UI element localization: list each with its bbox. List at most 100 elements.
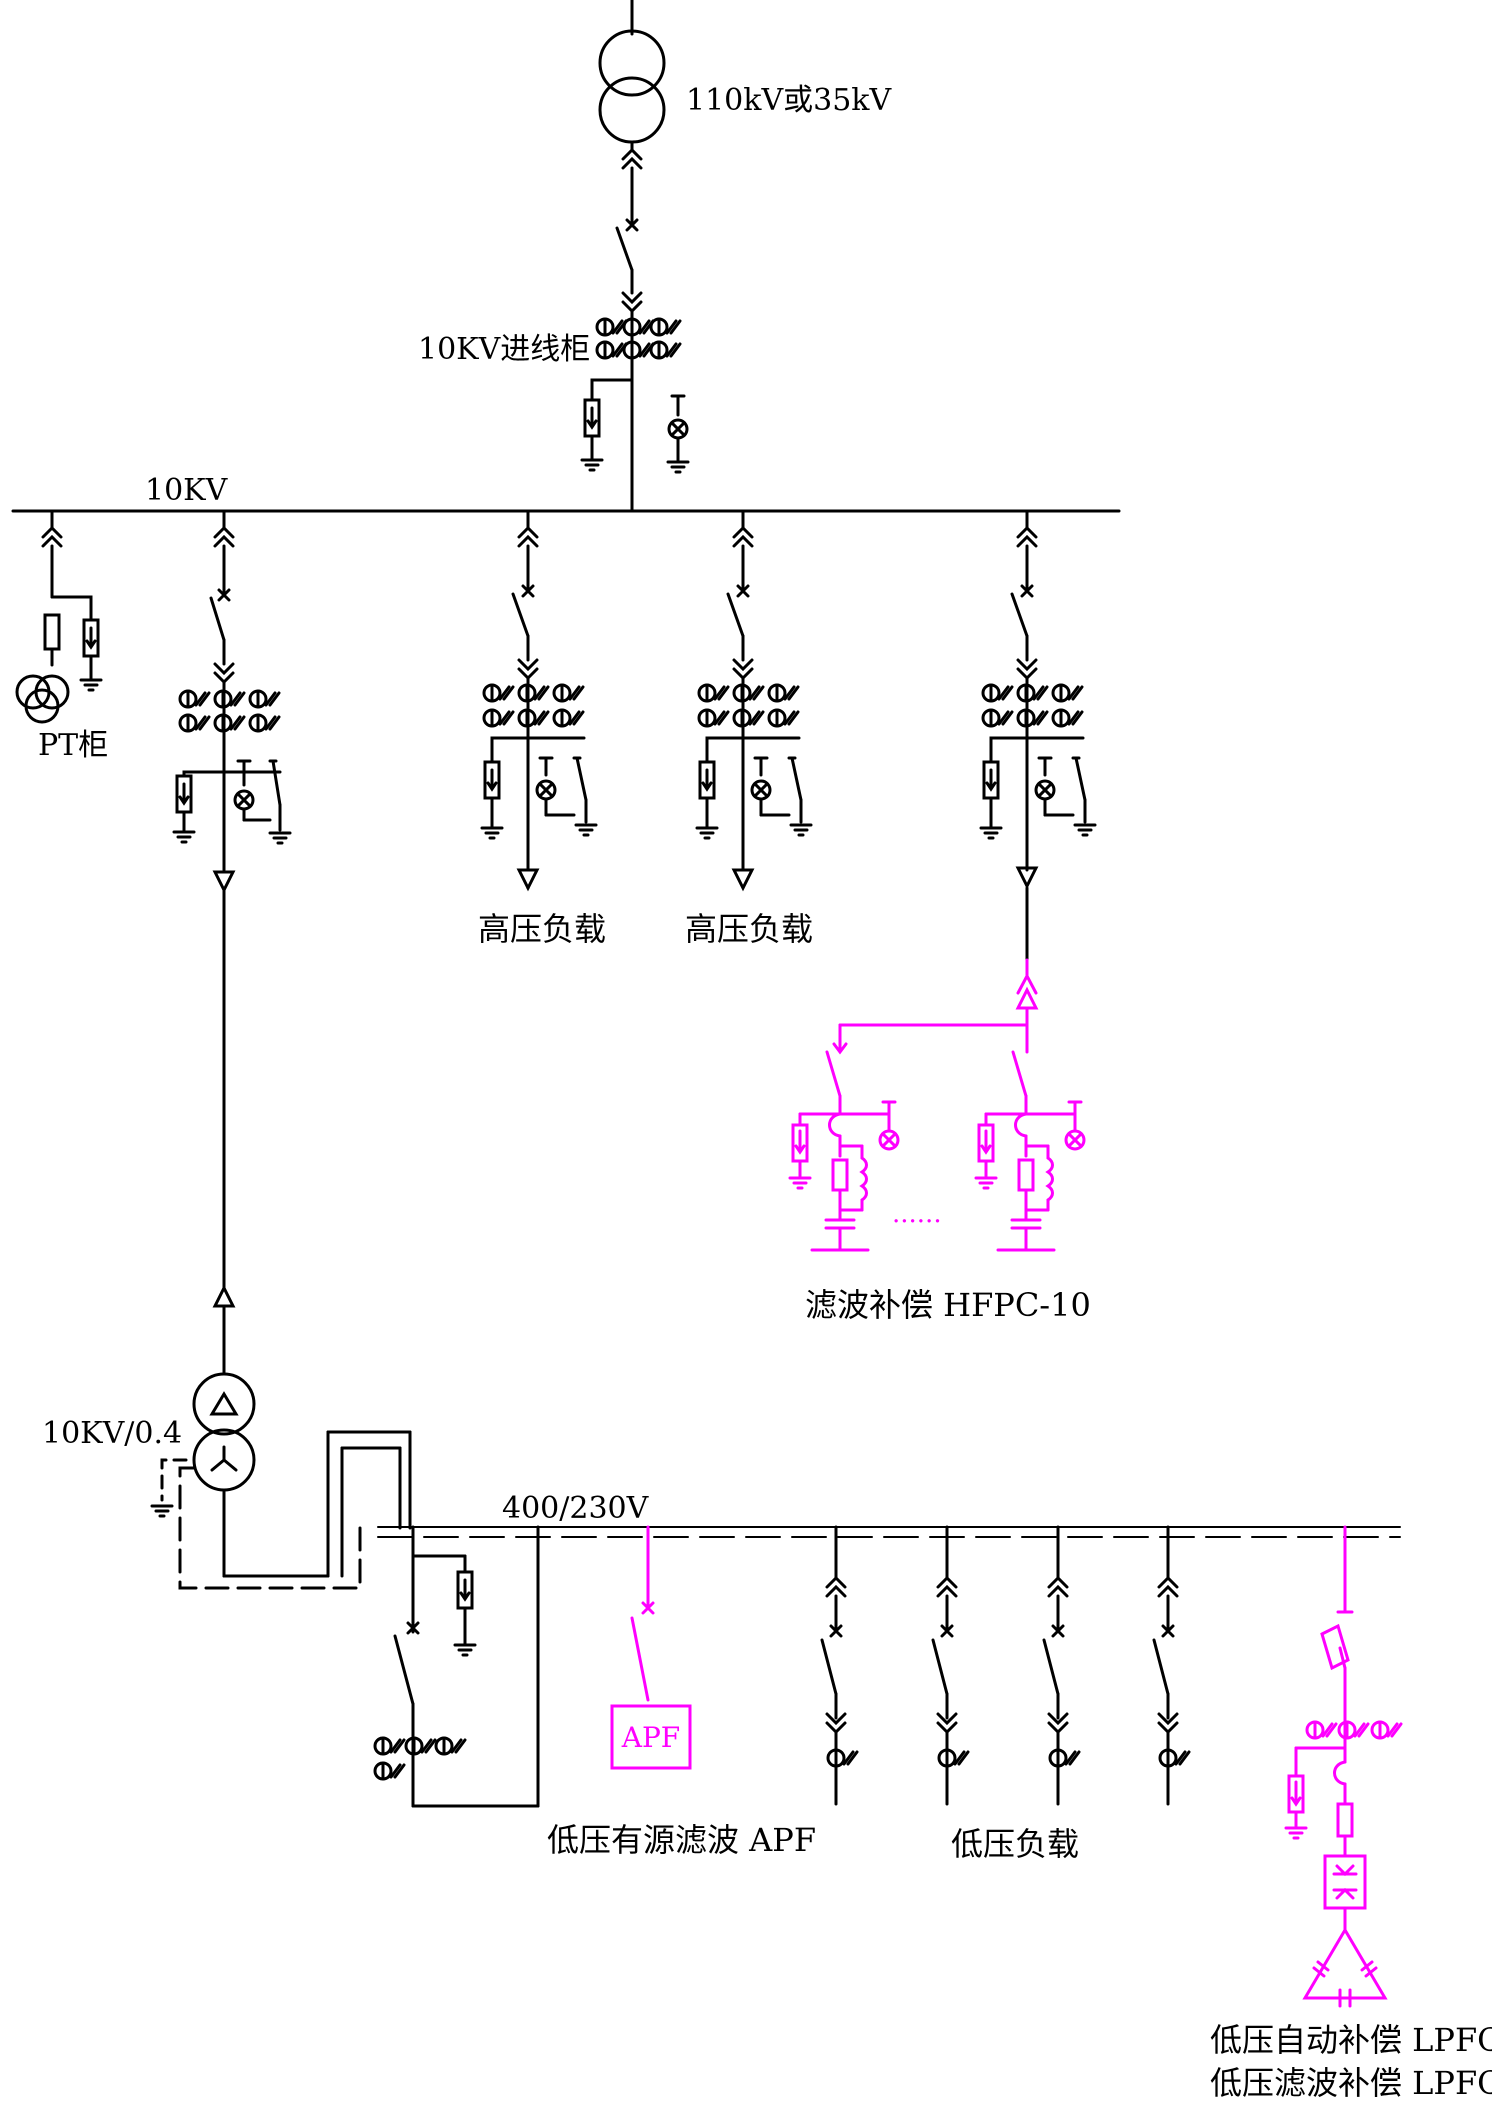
dots-label: ...... — [892, 1199, 942, 1229]
thyristor-icon — [1332, 1864, 1358, 1900]
ct-terminal — [568, 710, 585, 726]
ct-terminal — [1067, 710, 1084, 726]
lpfc-label-2: 低压滤波补偿 LPFC — [1210, 2064, 1492, 2102]
source-transformer-icon — [598, 76, 666, 144]
indicator-lamp-cross — [881, 1132, 897, 1148]
ct-terminal — [748, 685, 765, 701]
dist-transformer-icon — [192, 1372, 256, 1436]
bus-10kv-label: 10KV — [145, 473, 229, 508]
ct-terminal — [1386, 1722, 1403, 1738]
ct-terminal — [1321, 1722, 1338, 1738]
lpfc-arrester-arrow — [1290, 1780, 1302, 1807]
ct-terminal — [1032, 685, 1049, 701]
transformer-ratio-label: 10KV/0.4 — [42, 1416, 182, 1451]
ct-terminal — [533, 685, 550, 701]
hv-load-label-2: 高压负载 — [685, 910, 813, 948]
ground-switch-blade — [1074, 756, 1087, 802]
ct-terminal — [748, 710, 765, 726]
plug-connector — [936, 1575, 958, 1598]
filter-reactor-icon — [1014, 1112, 1028, 1138]
ground-switch-blade — [575, 756, 588, 802]
filter-inductor-icon — [859, 1156, 868, 1202]
surge-arrester-arrow — [985, 768, 997, 792]
neutral-wire — [160, 1458, 188, 1502]
plug-connector — [517, 525, 539, 548]
lpfc-label-1: 低压自动补偿 LPFC — [1210, 2021, 1492, 2059]
disconnect-switch-blade — [615, 226, 634, 272]
plug-connector — [732, 525, 754, 548]
cable-terminal-icon — [731, 868, 755, 892]
pe-wire — [178, 1466, 362, 1590]
ct-terminal — [665, 319, 682, 335]
filter-arrester-arrow — [980, 1129, 992, 1155]
ct-terminal — [713, 710, 730, 726]
branch-wire — [590, 378, 634, 402]
filter-resistor-icon — [1017, 1158, 1035, 1192]
surge-arrester-arrow — [586, 406, 598, 430]
apf-box-label: APF — [621, 1721, 681, 1754]
ct-terminal — [264, 715, 281, 731]
lv-bus-label: 400/230V — [502, 1491, 650, 1526]
surge-arrester-arrow — [701, 768, 713, 792]
breaker-mark — [736, 584, 750, 598]
filter-reactor-icon — [828, 1112, 842, 1138]
surge-arrester-arrow — [459, 1578, 471, 1602]
plug-connector — [621, 291, 643, 314]
ct-terminal — [997, 685, 1014, 701]
filter-inductor-icon — [1045, 1156, 1054, 1202]
ct-terminal — [783, 710, 800, 726]
plug-connector — [1047, 1575, 1069, 1598]
lv-breaker-blade — [820, 1638, 838, 1696]
lpfc-thyristor-module-icon — [1323, 1854, 1367, 1910]
filter-arrester-arrow — [794, 1129, 806, 1155]
ct-terminal — [665, 342, 682, 358]
filter-arrow — [832, 1042, 848, 1055]
breaker-mark — [1161, 1624, 1175, 1638]
ct-terminal — [533, 710, 550, 726]
capacitor-mark — [1364, 1966, 1378, 1978]
indicator-lamp-cross — [236, 792, 252, 808]
source-voltage-label: 110kV或35kV — [686, 83, 892, 118]
surge-arrester-arrow — [178, 782, 190, 806]
plug-connector — [213, 525, 235, 548]
branch-wire — [989, 736, 1029, 764]
plug-connector — [732, 658, 754, 681]
main-circuit — [11, 0, 1401, 1808]
ct-terminal — [194, 715, 211, 731]
lpfc-reactor-icon — [1333, 1760, 1347, 1786]
filter-resistor-icon — [831, 1158, 849, 1192]
apf-breaker-blade — [630, 1616, 650, 1702]
cable-terminal-icon — [212, 1284, 236, 1308]
hv-load-label-1: 高压负载 — [478, 910, 606, 948]
branch-wire — [705, 736, 745, 764]
ct-terminal — [1032, 710, 1049, 726]
branch-wire — [50, 595, 93, 622]
ct-terminal — [498, 685, 515, 701]
breaker-mark — [940, 1624, 954, 1638]
ct-terminal — [389, 1738, 406, 1754]
ct-terminal — [1067, 685, 1084, 701]
ct-terminal — [997, 710, 1014, 726]
disconnect-switch-blade — [209, 596, 226, 642]
ct-terminal — [1174, 1750, 1191, 1766]
lpfc-wire — [1338, 1646, 1347, 1670]
lv-breaker-blade — [1042, 1638, 1060, 1696]
plug-connector — [825, 1575, 847, 1598]
fuse-icon — [43, 613, 61, 651]
ct-terminal — [450, 1738, 467, 1754]
incoming-cabinet-label: 10KV进线柜 — [418, 332, 590, 367]
plug-connector — [517, 658, 539, 681]
hv-filter-label: 滤波补偿 HFPC-10 — [805, 1286, 1091, 1324]
apf-label: 低压有源滤波 APF — [547, 1821, 816, 1859]
plug-connector — [1016, 525, 1038, 548]
capacitor-mark — [1312, 1966, 1326, 1978]
pt-transformer-icon — [24, 688, 60, 724]
plug-connector — [1016, 658, 1038, 681]
ct-terminal — [229, 715, 246, 731]
lv-load-label: 低压负载 — [951, 1825, 1079, 1863]
compensation-circuit — [610, 958, 1403, 2008]
labels: 110kV或35kV 10KV进线柜 10KV PT柜 高压负载 高压负载 滤波… — [38, 83, 1492, 2102]
lv-breaker-blade — [931, 1638, 949, 1696]
ct-terminal — [713, 685, 730, 701]
